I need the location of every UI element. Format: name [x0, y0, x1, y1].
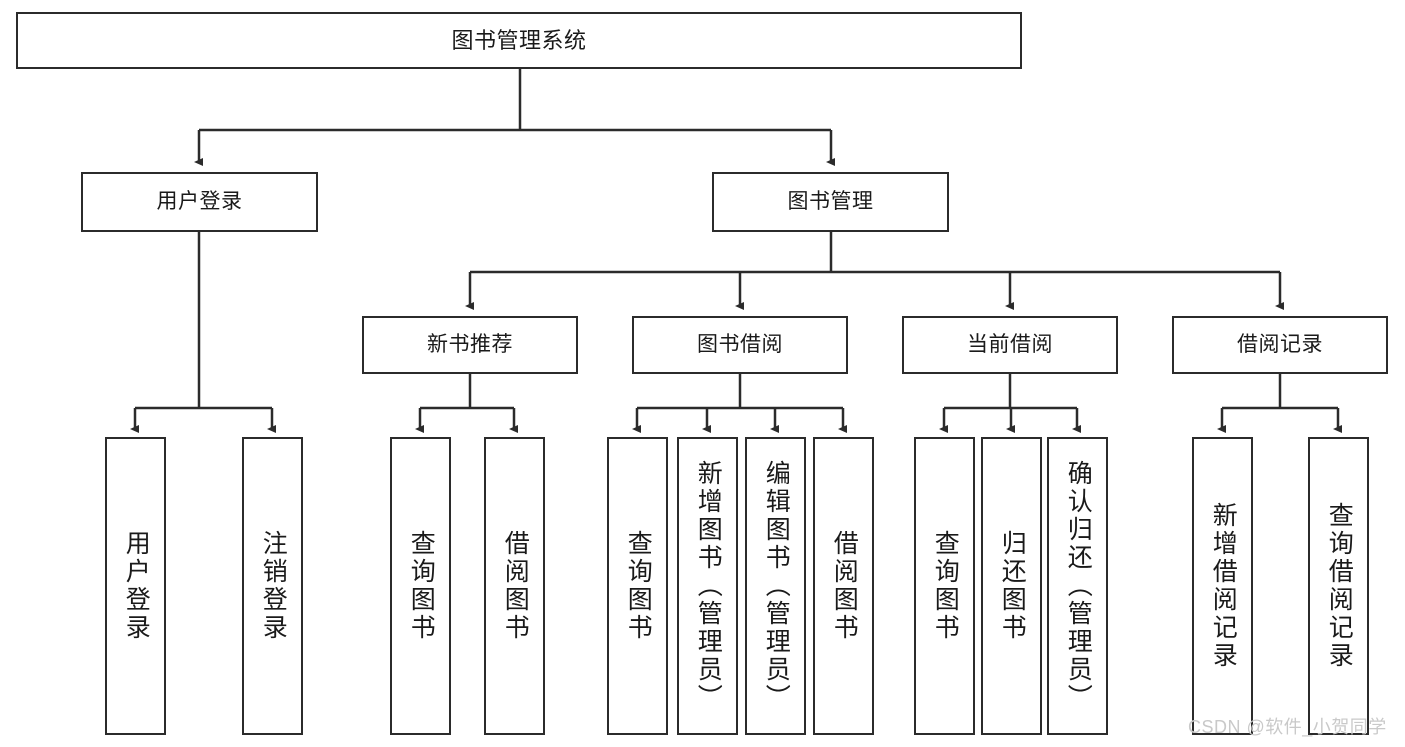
node-leaf-edit-book[interactable]: 编辑图书（管理员） — [745, 437, 806, 735]
node-leaf-borrow-book-rec[interactable]: 借阅图书 — [484, 437, 545, 735]
node-book-borrow[interactable]: 图书借阅 — [632, 316, 848, 374]
node-leaf-add-book[interactable]: 新增图书（管理员） — [677, 437, 738, 735]
node-new-book-rec[interactable]: 新书推荐 — [362, 316, 578, 374]
node-leaf-confirm-return[interactable]: 确认归还（管理员） — [1047, 437, 1108, 735]
node-leaf-user-login-label: 用户登录 — [122, 530, 151, 642]
node-leaf-query-book-cur-label: 查询图书 — [931, 530, 960, 642]
node-current-borrow[interactable]: 当前借阅 — [902, 316, 1118, 374]
node-book-borrow-label: 图书借阅 — [697, 332, 783, 356]
node-root[interactable]: 图书管理系统 — [16, 12, 1022, 69]
node-user-login-label: 用户登录 — [156, 189, 243, 213]
node-leaf-query-book-rec[interactable]: 查询图书 — [390, 437, 451, 735]
node-leaf-query-record-label: 查询借阅记录 — [1325, 502, 1354, 670]
node-leaf-return-book-label: 归还图书 — [998, 530, 1027, 642]
node-leaf-add-record[interactable]: 新增借阅记录 — [1192, 437, 1253, 735]
csdn-watermark: CSDN @软件_小贺同学 — [1188, 717, 1387, 737]
node-leaf-logout-label: 注销登录 — [259, 530, 288, 642]
node-current-borrow-label: 当前借阅 — [967, 332, 1053, 356]
node-leaf-edit-book-label: 编辑图书（管理员） — [762, 460, 791, 712]
node-borrow-record-label: 借阅记录 — [1237, 332, 1323, 356]
node-leaf-query-book-cur[interactable]: 查询图书 — [914, 437, 975, 735]
node-leaf-add-record-label: 新增借阅记录 — [1209, 502, 1238, 670]
node-leaf-query-book-borrow[interactable]: 查询图书 — [607, 437, 668, 735]
node-leaf-borrow-book[interactable]: 借阅图书 — [813, 437, 874, 735]
node-leaf-add-book-label: 新增图书（管理员） — [694, 460, 723, 712]
node-leaf-query-book-rec-label: 查询图书 — [407, 530, 436, 642]
node-leaf-query-record[interactable]: 查询借阅记录 — [1308, 437, 1369, 735]
node-borrow-record[interactable]: 借阅记录 — [1172, 316, 1388, 374]
node-new-book-rec-label: 新书推荐 — [427, 332, 513, 356]
node-leaf-logout[interactable]: 注销登录 — [242, 437, 303, 735]
node-leaf-return-book[interactable]: 归还图书 — [981, 437, 1042, 735]
node-leaf-query-book-borrow-label: 查询图书 — [624, 530, 653, 642]
node-leaf-borrow-book-label: 借阅图书 — [830, 530, 859, 642]
node-root-label: 图书管理系统 — [451, 27, 587, 53]
node-user-login[interactable]: 用户登录 — [81, 172, 318, 232]
node-leaf-user-login[interactable]: 用户登录 — [105, 437, 166, 735]
node-book-manage[interactable]: 图书管理 — [712, 172, 949, 232]
node-leaf-borrow-book-rec-label: 借阅图书 — [501, 530, 530, 642]
node-leaf-confirm-return-label: 确认归还（管理员） — [1064, 460, 1093, 712]
node-book-manage-label: 图书管理 — [787, 189, 874, 213]
